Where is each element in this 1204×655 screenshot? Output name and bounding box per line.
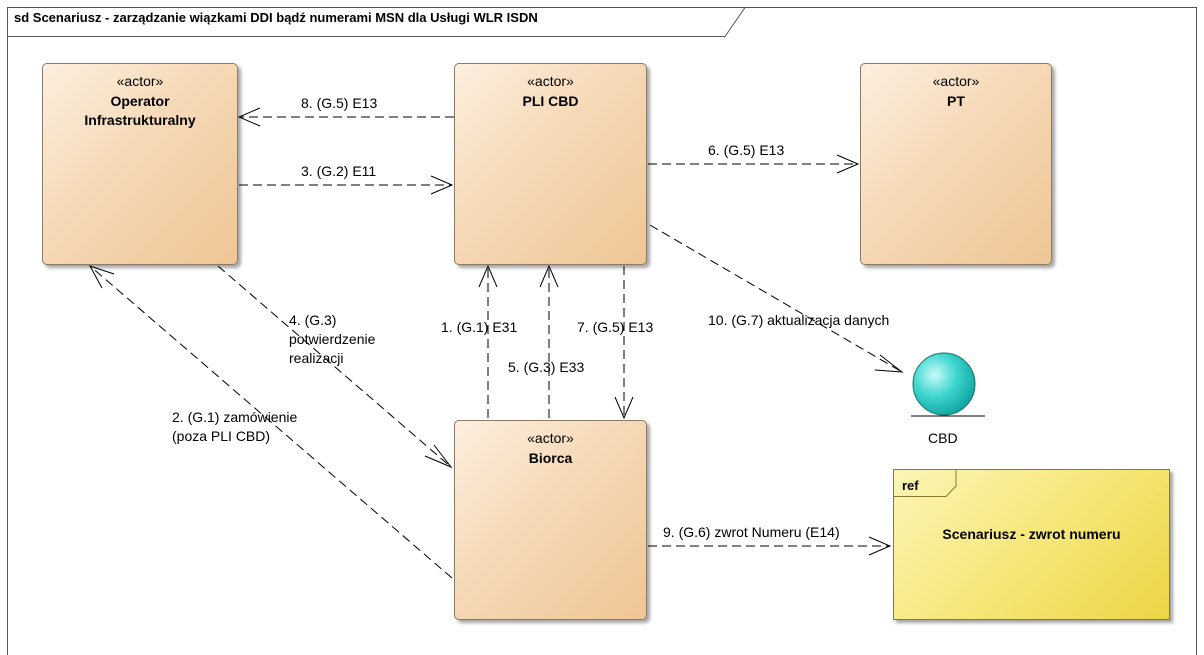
actor-name: Operator Infrastrukturalny: [43, 92, 237, 130]
actor-stereotype: «actor»: [527, 73, 574, 89]
frame-border: [7, 7, 1197, 655]
message-9-label: 9. (G.6) zwrot Numeru (E14): [663, 524, 840, 540]
message-2-arrowhead: [88, 265, 115, 289]
message-2-label-line: 2. (G.1) zamówienie: [172, 409, 298, 425]
actor-pli-cbd[interactable]: «actor» PLI CBD: [454, 63, 647, 265]
reference-title: Scenariusz - zwrot numeru: [942, 526, 1121, 542]
message-1-arrowhead: [478, 264, 498, 288]
message-4-arrowhead: [424, 444, 453, 469]
message-8-label: 8. (G.5) E13: [301, 95, 378, 111]
ref-tag-outline: [894, 470, 957, 497]
message-2-label: 2. (G.1) zamówienie (poza PLI CBD): [172, 408, 297, 446]
actor-name-line: Infrastrukturalny: [84, 112, 196, 128]
actor-name-line: Biorca: [528, 450, 573, 466]
message-7-label: 7. (G.5) E13: [577, 319, 654, 335]
actor-name-line: PLI CBD: [522, 93, 579, 109]
message-4-label: 4. (G.3) potwierdzenie realizacji: [289, 311, 375, 368]
actor-operator-infrastrukturalny[interactable]: «actor» Operator Infrastrukturalny: [42, 63, 238, 265]
actor-name: PT: [861, 92, 1051, 111]
ref-tag: ref: [902, 478, 919, 493]
cbd-entity-label: CBD: [928, 430, 958, 446]
message-2-line: [89, 265, 453, 579]
actor-stereotype: «actor»: [116, 73, 164, 89]
actor-stereotype: «actor»: [527, 430, 574, 446]
message-8-arrowhead: [237, 107, 261, 127]
message-9-arrowhead: [868, 536, 892, 556]
message-4-label-line: 4. (G.3): [289, 312, 337, 328]
message-4-label-line: realizacji: [289, 350, 344, 366]
cbd-entity-circle[interactable]: [912, 352, 976, 416]
message-3-label: 3. (G.2) E11: [301, 163, 377, 179]
frame-title-tab: [7, 7, 746, 37]
message-5-label: 5. (G.3) E33: [508, 359, 585, 375]
frame-title: sd Scenariusz - zarządzanie wiązkami DDI…: [14, 10, 538, 25]
message-6-arrowhead: [836, 154, 860, 174]
message-4-label-line: potwierdzenie: [289, 331, 376, 347]
message-10-arrowhead: [874, 354, 904, 373]
actor-stereotype: «actor»: [932, 73, 980, 89]
actor-name-line: PT: [947, 93, 965, 109]
actor-name: PLI CBD: [455, 92, 646, 111]
message-4-line: [217, 265, 452, 468]
message-10-line: [649, 224, 903, 373]
message-7-arrowhead: [614, 396, 634, 420]
actor-name-line: Operator: [110, 93, 170, 109]
message-1-label: 1. (G.1) E31: [441, 319, 518, 335]
message-2-label-line: (poza PLI CBD): [172, 428, 271, 444]
message-5-arrowhead: [539, 264, 559, 288]
actor-pt[interactable]: «actor» PT: [860, 63, 1052, 265]
actor-name: Biorca: [455, 449, 646, 468]
message-3-arrowhead: [430, 175, 454, 195]
reference-frame-zwrot-numeru[interactable]: ref Scenariusz - zwrot numeru: [893, 469, 1170, 620]
actor-biorca[interactable]: «actor» Biorca: [454, 420, 647, 620]
message-10-label: 10. (G.7) aktualizacja danych: [708, 312, 890, 328]
message-6-label: 6. (G.5) E13: [708, 142, 785, 158]
